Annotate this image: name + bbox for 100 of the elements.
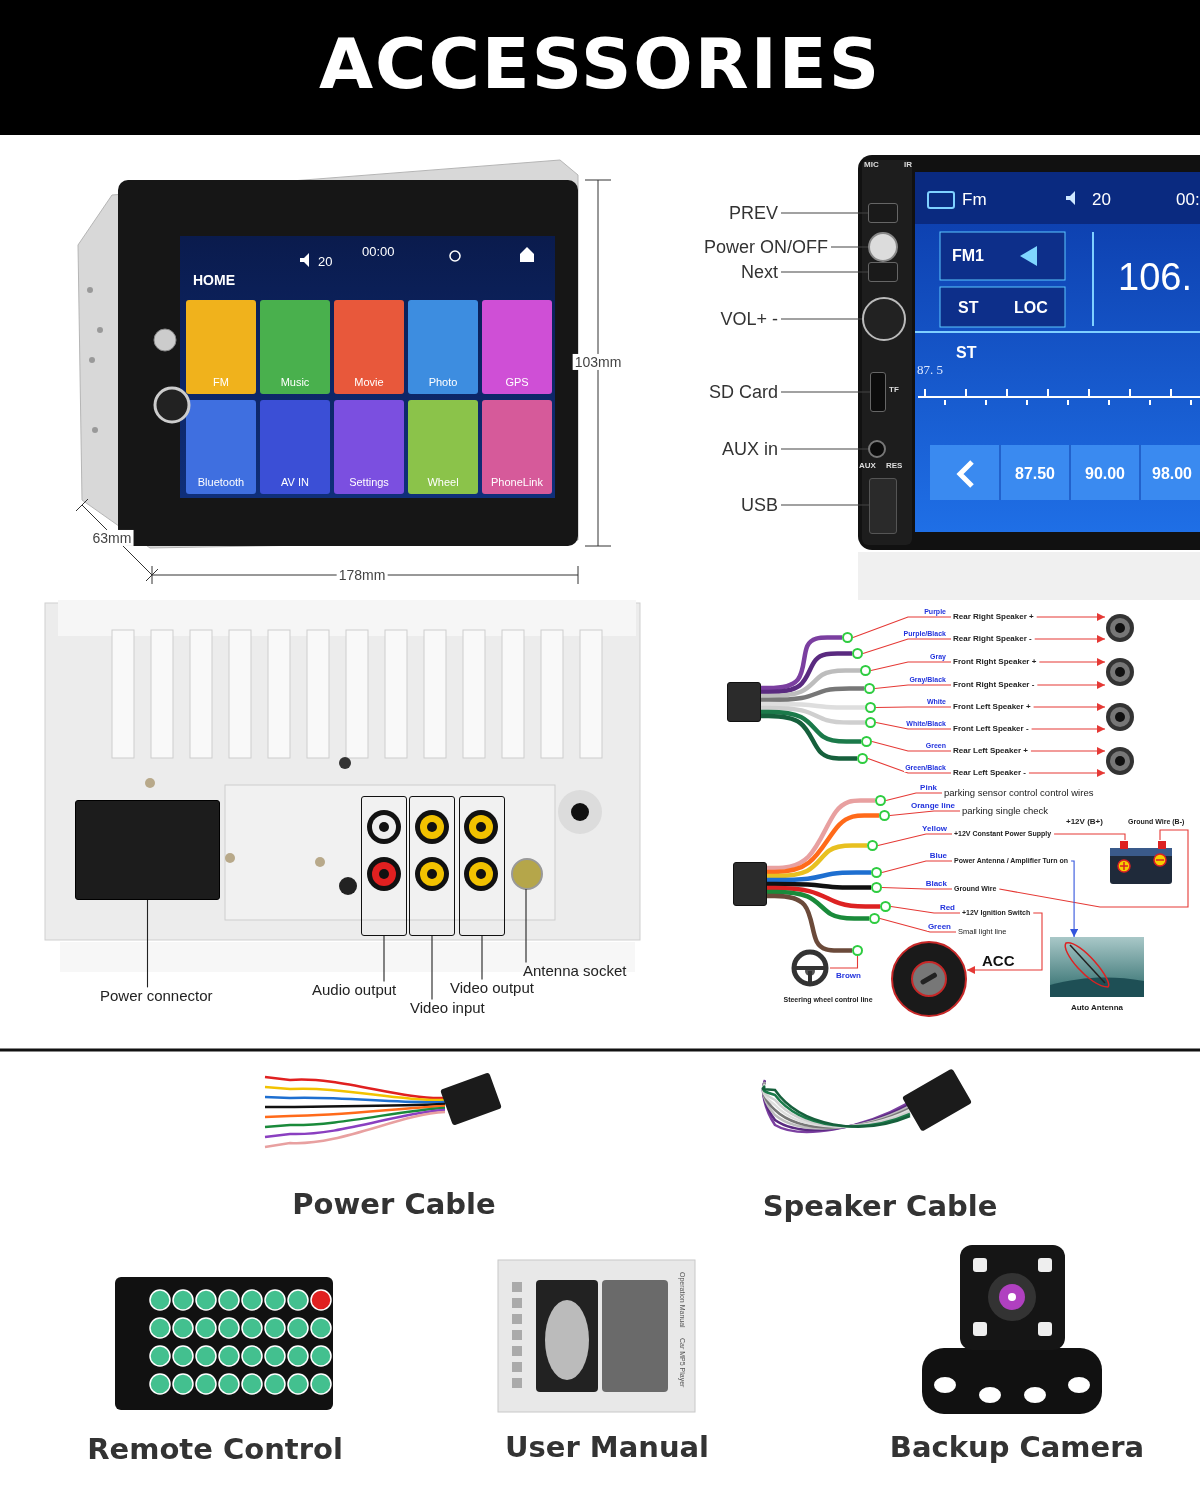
wire-line [767, 813, 880, 875]
volume-level: 20 [1092, 190, 1111, 210]
wire-line [767, 881, 872, 890]
wire-line [761, 713, 858, 761]
panel-marking: TF [889, 385, 899, 395]
leader-line [383, 935, 385, 982]
dimension-label: 63mm [90, 529, 134, 547]
wire-function-label: Rear Left Speaker + [953, 746, 1028, 756]
callout-label: VOL+ - [720, 308, 778, 330]
leader-line [852, 616, 952, 639]
acc-label: ACC [982, 952, 1015, 970]
wire-function-label: Front Right Speaker + [953, 657, 1037, 667]
screen-text: FM1 [952, 246, 984, 266]
leader-line [890, 905, 961, 914]
arrow [1036, 681, 1106, 689]
leader-line [780, 504, 870, 506]
usb-port [869, 478, 897, 534]
wire-line [761, 705, 866, 725]
wire-joint-circle [871, 867, 882, 878]
callout-label: Power connector [100, 987, 213, 1005]
leader-line [877, 833, 953, 847]
terminal-label: +12V (B+) [1066, 817, 1103, 827]
app-tile-label: GPS [505, 375, 529, 389]
leader-line [867, 757, 952, 774]
app-tile-label: Music [280, 375, 310, 389]
arrow [1033, 703, 1106, 711]
callout-label: PREV [728, 202, 778, 224]
app-tile-label: PhoneLink [491, 475, 543, 489]
wire-joint-circle [869, 913, 880, 924]
leader-line [780, 391, 871, 393]
leader-line [862, 638, 952, 655]
wire-joint-circle [879, 810, 890, 821]
wire-joint-circle [860, 665, 871, 676]
wiring-connector [727, 682, 761, 722]
title: ACCESSORIES [318, 24, 882, 105]
leader-line [879, 917, 957, 933]
leader-line [481, 935, 483, 980]
wire-color-label: Orange line [910, 800, 956, 810]
wire-line [767, 870, 872, 883]
wire-color-label: Red [938, 902, 956, 912]
wire-function-label: Rear Right Speaker - [953, 634, 1032, 644]
panel-marking: AUX [859, 461, 876, 471]
arrow [1031, 725, 1106, 733]
callout-label: Audio output [312, 981, 397, 999]
wire-joint-circle [861, 736, 872, 747]
leader-line [889, 810, 961, 817]
screen-text: ST [956, 343, 977, 363]
leader-line [874, 684, 952, 690]
leader-line [146, 899, 149, 988]
wire-function-label: parking single check [962, 805, 1049, 817]
app-tile-label: AV IN [281, 475, 309, 489]
arrow [1070, 860, 1079, 938]
wire-joint-circle [852, 648, 863, 659]
callout-label: Power ON/OFF [704, 236, 828, 258]
panel-marking: MIC [864, 160, 879, 170]
wire-function-label: Rear Right Speaker + [953, 612, 1034, 622]
callout-label: Video output [450, 979, 534, 997]
video-input-jacks [409, 796, 455, 936]
leader-line [830, 246, 869, 248]
wire-joint-circle [875, 795, 886, 806]
arrow [1036, 613, 1106, 621]
leader-line [881, 860, 953, 874]
steering-wheel-icon [790, 948, 830, 988]
wire-line [1053, 833, 1126, 841]
leader-line [881, 886, 953, 890]
wire-function-label: Front Left Speaker - [953, 724, 1029, 734]
next-button [868, 262, 898, 282]
wire-function-label: Front Left Speaker + [953, 702, 1031, 712]
power-connector [75, 800, 220, 900]
wire-color-label: Yellow [921, 823, 948, 833]
leader-line [875, 706, 952, 709]
sd-card-slot [870, 372, 886, 412]
arrow [1034, 635, 1106, 643]
accessory-caption: Remote Control [87, 1433, 343, 1467]
wire-line [767, 798, 876, 871]
clock-time: 00: [1176, 190, 1200, 210]
wire-joint-circle [880, 901, 891, 912]
screen-text: Fm [962, 190, 987, 210]
app-tile-label: Photo [428, 375, 458, 389]
callout-label: Video input [410, 999, 485, 1017]
panel-marking: RES [886, 461, 903, 471]
wire-line [761, 686, 865, 703]
screen-text: ST [958, 298, 979, 318]
car-battery-drawing [1108, 840, 1174, 885]
prev-button [868, 203, 898, 223]
leader-line [829, 955, 859, 969]
wire-function-label: Front Right Speaker - [953, 680, 1035, 690]
app-tile-label: Wheel [427, 475, 459, 489]
leader-line [780, 212, 869, 214]
wiring-connector [733, 862, 767, 906]
wire-line [761, 651, 853, 695]
wire-line [767, 843, 868, 879]
dimension-label: 103mm [572, 353, 624, 371]
wire-joint-circle [857, 753, 868, 764]
leader-line [885, 792, 943, 802]
wire-color-label: Brown [835, 971, 862, 981]
wire-line [767, 885, 881, 909]
car-antenna-drawing [1050, 937, 1144, 997]
callout-label: Next [741, 261, 778, 283]
arrow [1038, 658, 1106, 666]
